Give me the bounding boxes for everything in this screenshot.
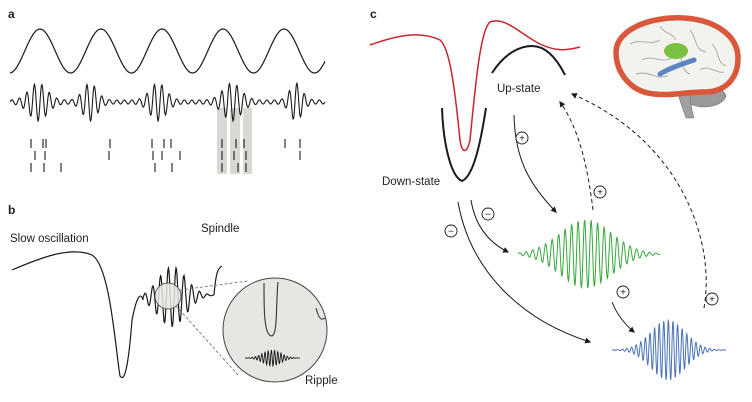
ripple-label: Ripple <box>305 375 338 387</box>
highlight-band-3 <box>243 108 252 174</box>
highlight-band-2 <box>230 108 240 174</box>
svg-text:+: + <box>620 288 626 299</box>
sign-minus-2: − <box>444 224 458 238</box>
up-state-curve <box>491 44 566 76</box>
panel-b-slow-oscillation-trace <box>11 251 223 378</box>
brain-sulci <box>629 25 727 78</box>
zoom-guide-bottom <box>175 305 239 376</box>
svg-text:+: + <box>709 295 715 306</box>
down-state-curve <box>441 107 487 183</box>
arrow-spindle-to-ripple <box>611 301 635 333</box>
sign-plus-4: + <box>705 292 719 306</box>
brain-icon <box>613 15 741 119</box>
arrow-down-state-to-ripple <box>457 201 592 344</box>
sign-plus-1: + <box>515 131 529 145</box>
sign-plus-2: + <box>593 185 607 199</box>
panel-c-slow-oscillation-red <box>369 20 581 152</box>
sign-minus-1: − <box>481 207 495 221</box>
hippocampus <box>664 43 688 59</box>
svg-text:−: − <box>448 227 454 238</box>
arrow-down-state-to-spindle <box>470 199 510 253</box>
down-state-label: Down-state <box>382 176 440 188</box>
panel-a-spindle-wave <box>9 81 326 123</box>
zoom-right-trace <box>315 307 326 320</box>
spindle-label: Spindle <box>201 223 239 235</box>
arrow-up-state-to-spindle <box>513 114 557 213</box>
svg-text:+: + <box>519 134 525 145</box>
arrow-ripple-to-up-state <box>570 93 707 309</box>
svg-text:−: − <box>485 210 491 221</box>
sign-plus-3: + <box>616 285 630 299</box>
panel-a-slow-wave <box>9 28 326 74</box>
panel-c-spindle-green <box>517 219 661 290</box>
panel-c-ripple-blue <box>612 318 726 381</box>
up-state-label: Up-state <box>497 83 540 95</box>
panel-a-label: a <box>8 7 15 21</box>
panel-b-ripple-trace <box>244 349 301 368</box>
slow-oscillation-label: Slow oscillation <box>10 233 89 245</box>
thalamus <box>657 57 697 77</box>
panel-c-label: c <box>370 7 377 21</box>
panel-b-small-circle <box>154 282 182 310</box>
panel-b-label: b <box>8 203 15 217</box>
zoom-guide-top <box>179 280 249 291</box>
zoom-down-state-trough <box>263 281 279 337</box>
arrow-spindle-to-up-state <box>559 101 594 211</box>
panel-a-spike-raster <box>30 139 301 172</box>
svg-text:+: + <box>597 188 603 199</box>
